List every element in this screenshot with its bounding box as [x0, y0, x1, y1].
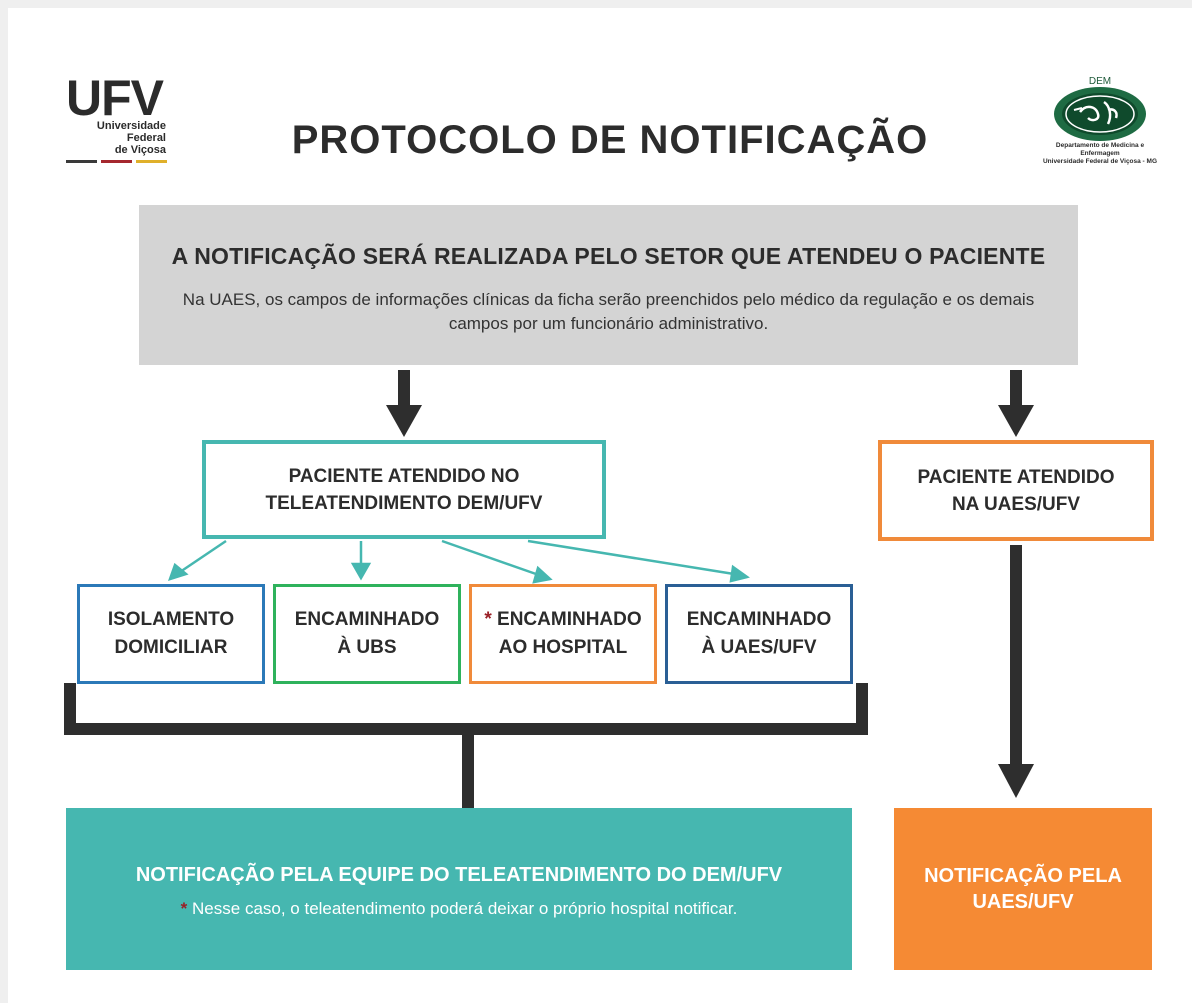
outcome-line1-text: ENCAMINHADO — [497, 609, 642, 630]
outcome-ubs-box: ENCAMINHADO À UBS — [273, 584, 461, 684]
ufv-bar-dark — [66, 160, 97, 163]
uaes-box: PACIENTE ATENDIDO NA UAES/UFV — [878, 440, 1154, 541]
dem-logo-caption-line1: Departamento de Medicina e Enfermagem — [1055, 142, 1145, 157]
outcome-line2: DOMICILIAR — [114, 637, 228, 658]
outcome-line2: À UBS — [337, 637, 397, 658]
dem-logo-label: DEM — [1088, 76, 1112, 87]
outcome-line1: ENCAMINHADO — [294, 609, 440, 630]
notification-teleatendimento-title: NOTIFICAÇÃO PELA EQUIPE DO TELEATENDIMEN… — [135, 864, 783, 886]
outcome-line2: AO HOSPITAL — [498, 637, 628, 658]
uaes-line1: PACIENTE ATENDIDO — [917, 466, 1115, 488]
dem-logo-caption: Departamento de Medicina e Enfermagem Un… — [1038, 142, 1162, 166]
page-title: PROTOCOLO DE NOTIFICAÇÃO — [291, 118, 929, 162]
asterisk-marker: * — [484, 609, 492, 630]
notification-banner: A NOTIFICAÇÃO SERÁ REALIZADA PELO SETOR … — [139, 205, 1078, 365]
notification-note-text: Nesse caso, o teleatendimento poderá dei… — [192, 899, 738, 918]
arrow-down-icon — [998, 370, 1034, 437]
ufv-logo-name-line1: Universidade Federal — [96, 120, 166, 144]
banner-text: Na UAES, os campos de informações clínic… — [182, 290, 1035, 333]
dem-emblem-icon — [1054, 87, 1146, 141]
notification-uaes-line1: NOTIFICAÇÃO PELA — [924, 865, 1122, 887]
dem-logo-caption-line2: Universidade Federal de Viçosa - MG — [1042, 158, 1158, 165]
arrow-down-icon — [998, 545, 1034, 798]
notification-uaes-box: NOTIFICAÇÃO PELA UAES/UFV — [894, 808, 1152, 970]
teleatendimento-line2: TELEATENDIMENTO DEM/UFV — [265, 492, 543, 514]
outcome-uaes-box: ENCAMINHADO À UAES/UFV — [665, 584, 853, 684]
banner-title: A NOTIFICAÇÃO SERÁ REALIZADA PELO SETOR … — [171, 243, 1046, 269]
teleatendimento-box: PACIENTE ATENDIDO NO TELEATENDIMENTO DEM… — [202, 440, 606, 539]
asterisk-marker: * — [180, 899, 188, 918]
outcome-hospital-box: * ENCAMINHADO AO HOSPITAL — [469, 584, 657, 684]
ufv-logo-name-line2: de Viçosa — [114, 144, 166, 156]
dem-logo: DEM Departamento de Medicina e Enfermage… — [1038, 76, 1162, 168]
outcome-line1: * ENCAMINHADO — [484, 606, 641, 634]
ufv-logo: UFV Universidade Federal de Viçosa — [66, 70, 176, 163]
notification-uaes-line2: UAES/UFV — [972, 891, 1074, 913]
arrow-down-icon — [386, 370, 422, 437]
branch-arrows — [167, 539, 750, 584]
ufv-bar-red — [101, 160, 132, 163]
uaes-line2: NA UAES/UFV — [951, 493, 1081, 515]
teleatendimento-line1: PACIENTE ATENDIDO NO — [288, 465, 520, 487]
ufv-bar-gold — [136, 160, 167, 163]
bracket-connector — [64, 683, 868, 809]
ufv-logo-mark: UFV — [66, 70, 164, 126]
outcome-line2: À UAES/UFV — [701, 637, 817, 658]
ufv-logo-color-bars — [66, 160, 176, 163]
outcome-line1: ISOLAMENTO — [107, 609, 235, 630]
outcome-isolamento-box: ISOLAMENTO DOMICILIAR — [77, 584, 265, 684]
notification-teleatendimento-note: * Nesse caso, o teleatendimento poderá d… — [66, 899, 852, 919]
outcome-line1: ENCAMINHADO — [686, 609, 832, 630]
notification-teleatendimento-box: NOTIFICAÇÃO PELA EQUIPE DO TELEATENDIMEN… — [66, 808, 852, 970]
